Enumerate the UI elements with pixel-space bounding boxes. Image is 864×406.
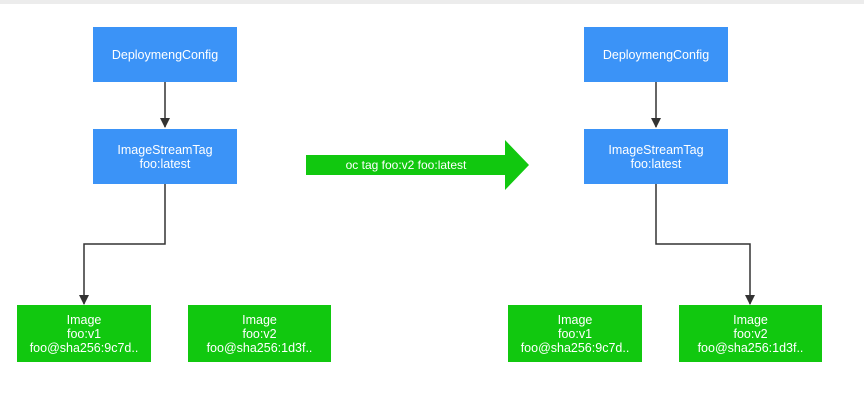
transition-arrow-label: oc tag foo:v2 foo:latest xyxy=(345,158,467,172)
left-image-stream-tag-title: ImageStreamTag xyxy=(117,142,213,157)
left-image-v1-tag: foo:v1 xyxy=(66,326,102,341)
left-image-v2-tag: foo:v2 xyxy=(242,326,277,341)
right-image-v1-title: Image xyxy=(557,312,593,327)
right-image-stream-tag-title: ImageStreamTag xyxy=(608,142,704,157)
left-image-v2-digest: foo@sha256:1d3f.. xyxy=(206,340,313,355)
left-image-stream-tag-ref: foo:latest xyxy=(139,156,191,171)
top-border xyxy=(0,0,864,4)
right-image-v1-tag: foo:v1 xyxy=(557,326,593,341)
edge-right-tag-to-image-v2 xyxy=(655,184,755,305)
right-image-stream-tag-node: ImageStreamTag foo:latest xyxy=(584,129,728,184)
right-image-stream-tag-ref: foo:latest xyxy=(630,156,682,171)
left-deployment-config-label: DeploymengConfig xyxy=(111,47,219,62)
right-image-v1-digest: foo@sha256:9c7d.. xyxy=(520,340,630,355)
left-image-v2-node: Image foo:v2 foo@sha256:1d3f.. xyxy=(188,305,331,362)
right-image-v2-digest: foo@sha256:1d3f.. xyxy=(697,340,804,355)
left-image-v1-digest: foo@sha256:9c7d.. xyxy=(29,340,139,355)
left-deployment-config-node: DeploymengConfig xyxy=(93,27,237,82)
left-image-v2-title: Image xyxy=(242,312,277,327)
transition-arrow xyxy=(306,140,529,190)
right-deployment-config-label: DeploymengConfig xyxy=(602,47,710,62)
right-image-v2-title: Image xyxy=(733,312,768,327)
left-image-v1-node: Image foo:v1 foo@sha256:9c7d.. xyxy=(17,305,151,362)
left-image-v1-title: Image xyxy=(66,312,102,327)
right-image-v2-node: Image foo:v2 foo@sha256:1d3f.. xyxy=(679,305,822,362)
edge-left-tag-to-image-v1 xyxy=(79,184,166,305)
right-image-v2-tag: foo:v2 xyxy=(733,326,768,341)
left-image-stream-tag-node: ImageStreamTag foo:latest xyxy=(93,129,237,184)
right-deployment-config-node: DeploymengConfig xyxy=(584,27,728,82)
right-image-v1-node: Image foo:v1 foo@sha256:9c7d.. xyxy=(508,305,642,362)
